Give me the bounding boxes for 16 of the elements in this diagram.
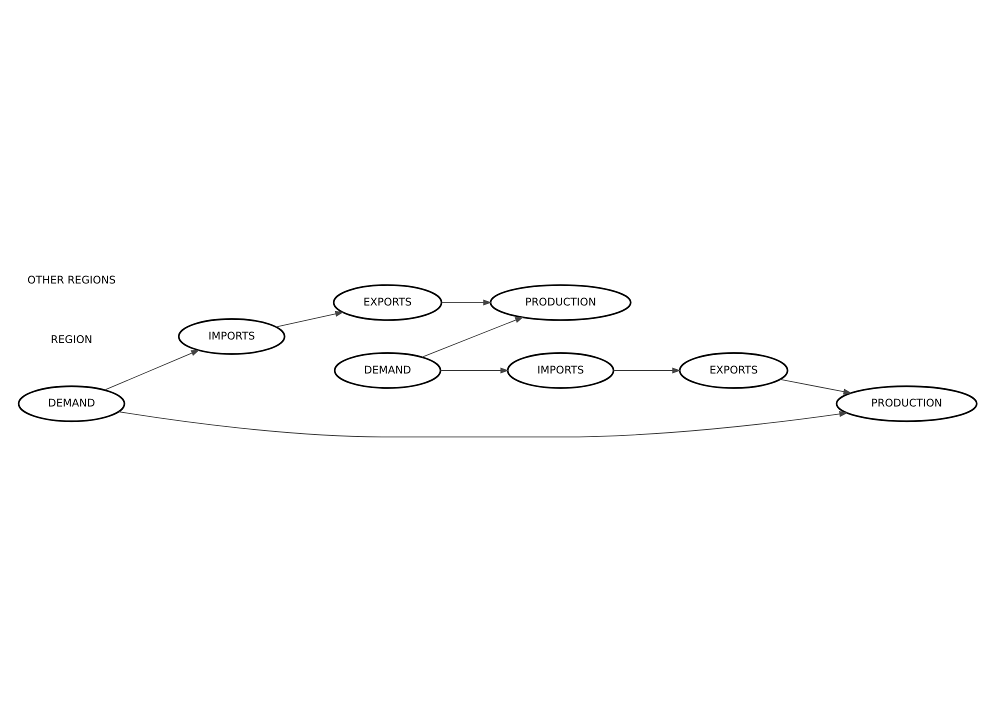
node-ellipse: DEMAND xyxy=(334,352,442,388)
label: OTHER REGIONS xyxy=(27,274,116,286)
node-ellipse: DEMAND xyxy=(18,384,126,422)
arrow xyxy=(441,299,492,306)
node-ellipse: PRODUCTION xyxy=(836,384,978,422)
arrow xyxy=(780,378,852,394)
arrow xyxy=(118,410,848,437)
node-ellipse: PRODUCTION xyxy=(490,284,632,320)
node-ellipse: EXPORTS xyxy=(678,352,788,388)
arrow xyxy=(422,316,524,358)
node-ellipse: IMPORTS xyxy=(506,352,614,388)
arrow xyxy=(440,366,510,374)
arrow xyxy=(613,366,681,374)
label: REGION xyxy=(50,334,92,346)
arrow xyxy=(104,349,200,390)
arrow xyxy=(276,310,344,327)
